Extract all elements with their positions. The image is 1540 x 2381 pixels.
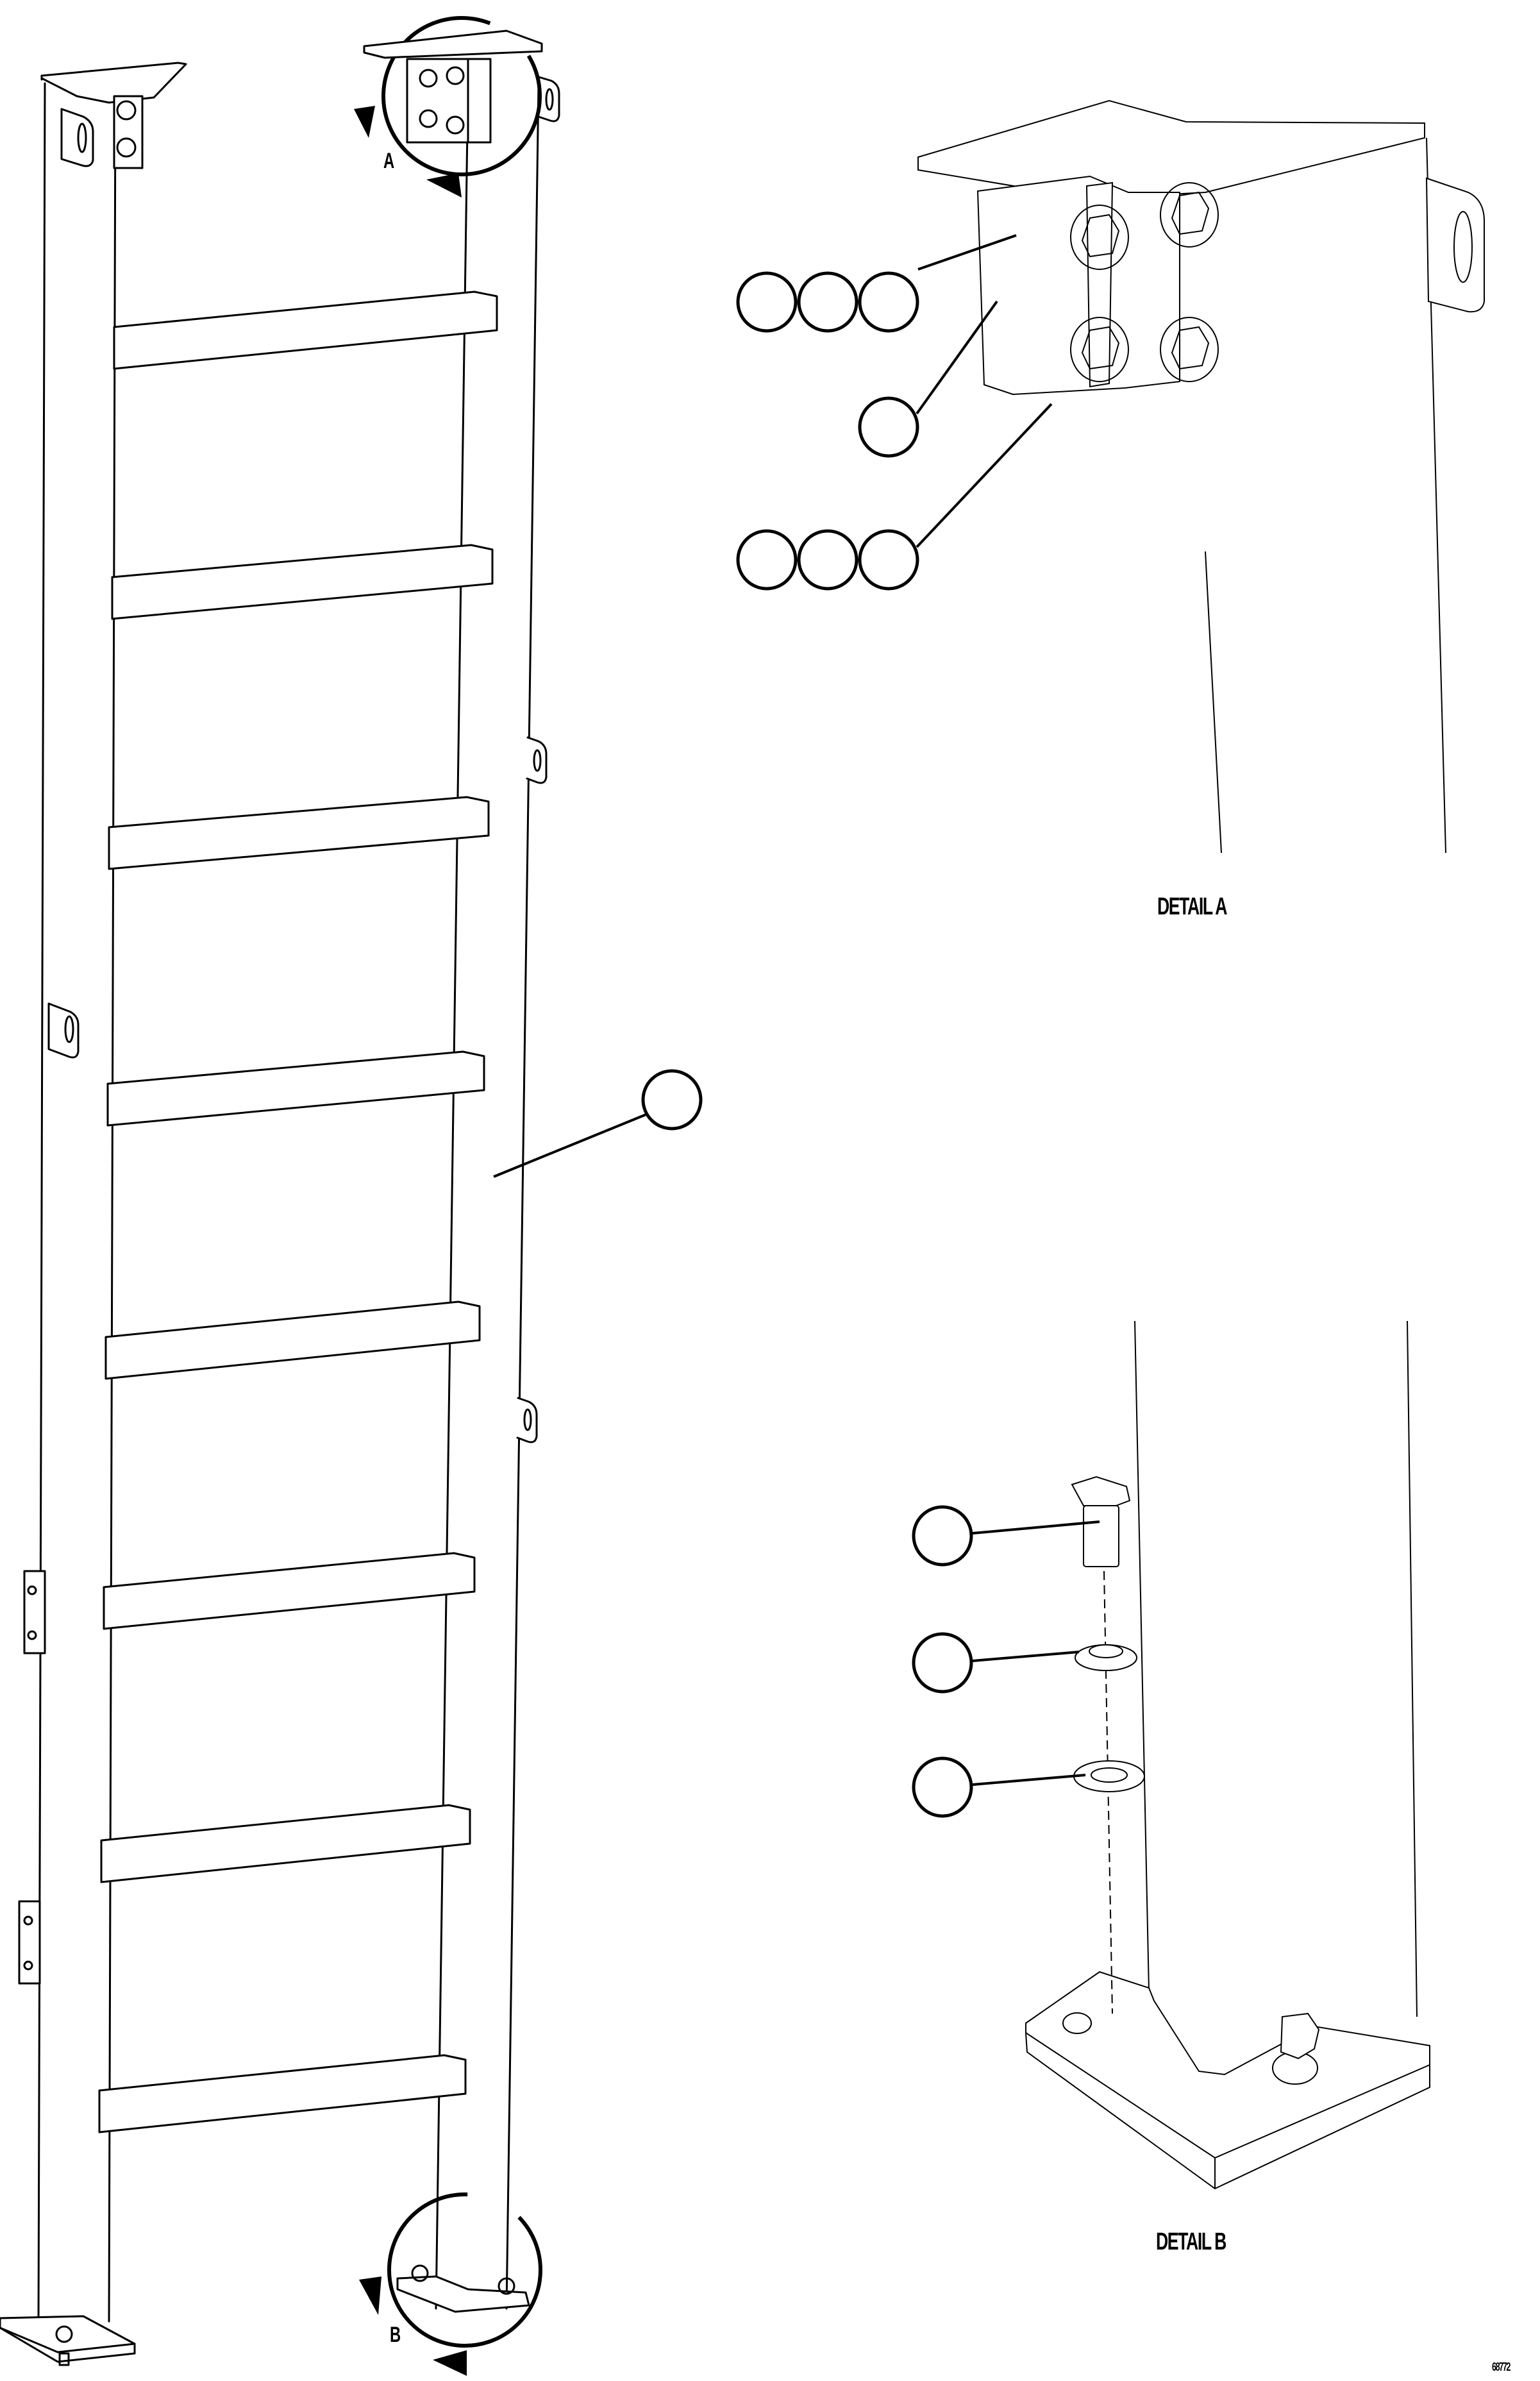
- callout-main-ladder[interactable]: [493, 1069, 703, 1178]
- detail-a-view: [736, 99, 1485, 854]
- detail-b-title: DETAIL B: [1156, 2228, 1226, 2255]
- callout-b-bolt[interactable]: [912, 1505, 1100, 1567]
- detail-b-marker-label: B: [390, 2323, 401, 2347]
- detail-b-marker[interactable]: [359, 2192, 542, 2376]
- detail-a-bolts: [1070, 182, 1219, 382]
- detail-b-washer-lower: [1073, 1760, 1145, 1792]
- detail-a-marker[interactable]: [354, 16, 543, 198]
- ladder-right-rail: [435, 76, 560, 2310]
- callout-group-a-top[interactable]: [736, 234, 1017, 333]
- ladder-left-rail: [0, 62, 187, 2366]
- callout-b-washer-lower[interactable]: [912, 1756, 1086, 1818]
- detail-a-marker-label: A: [383, 149, 394, 173]
- detail-b-washer-upper: [1075, 1644, 1137, 1671]
- ladder-rungs: [98, 290, 498, 2133]
- callout-a-plate[interactable]: [858, 300, 998, 458]
- callout-group-a-bottom[interactable]: [736, 403, 1053, 591]
- ladder-main-view: [0, 16, 703, 2376]
- callout-b-washer-upper[interactable]: [912, 1632, 1080, 1694]
- detail-b-view: [912, 1320, 1430, 2190]
- detail-b-bolt: [1071, 1476, 1131, 1567]
- figure-number: 68772: [1492, 2360, 1511, 2373]
- detail-a-title: DETAIL A: [1157, 893, 1227, 920]
